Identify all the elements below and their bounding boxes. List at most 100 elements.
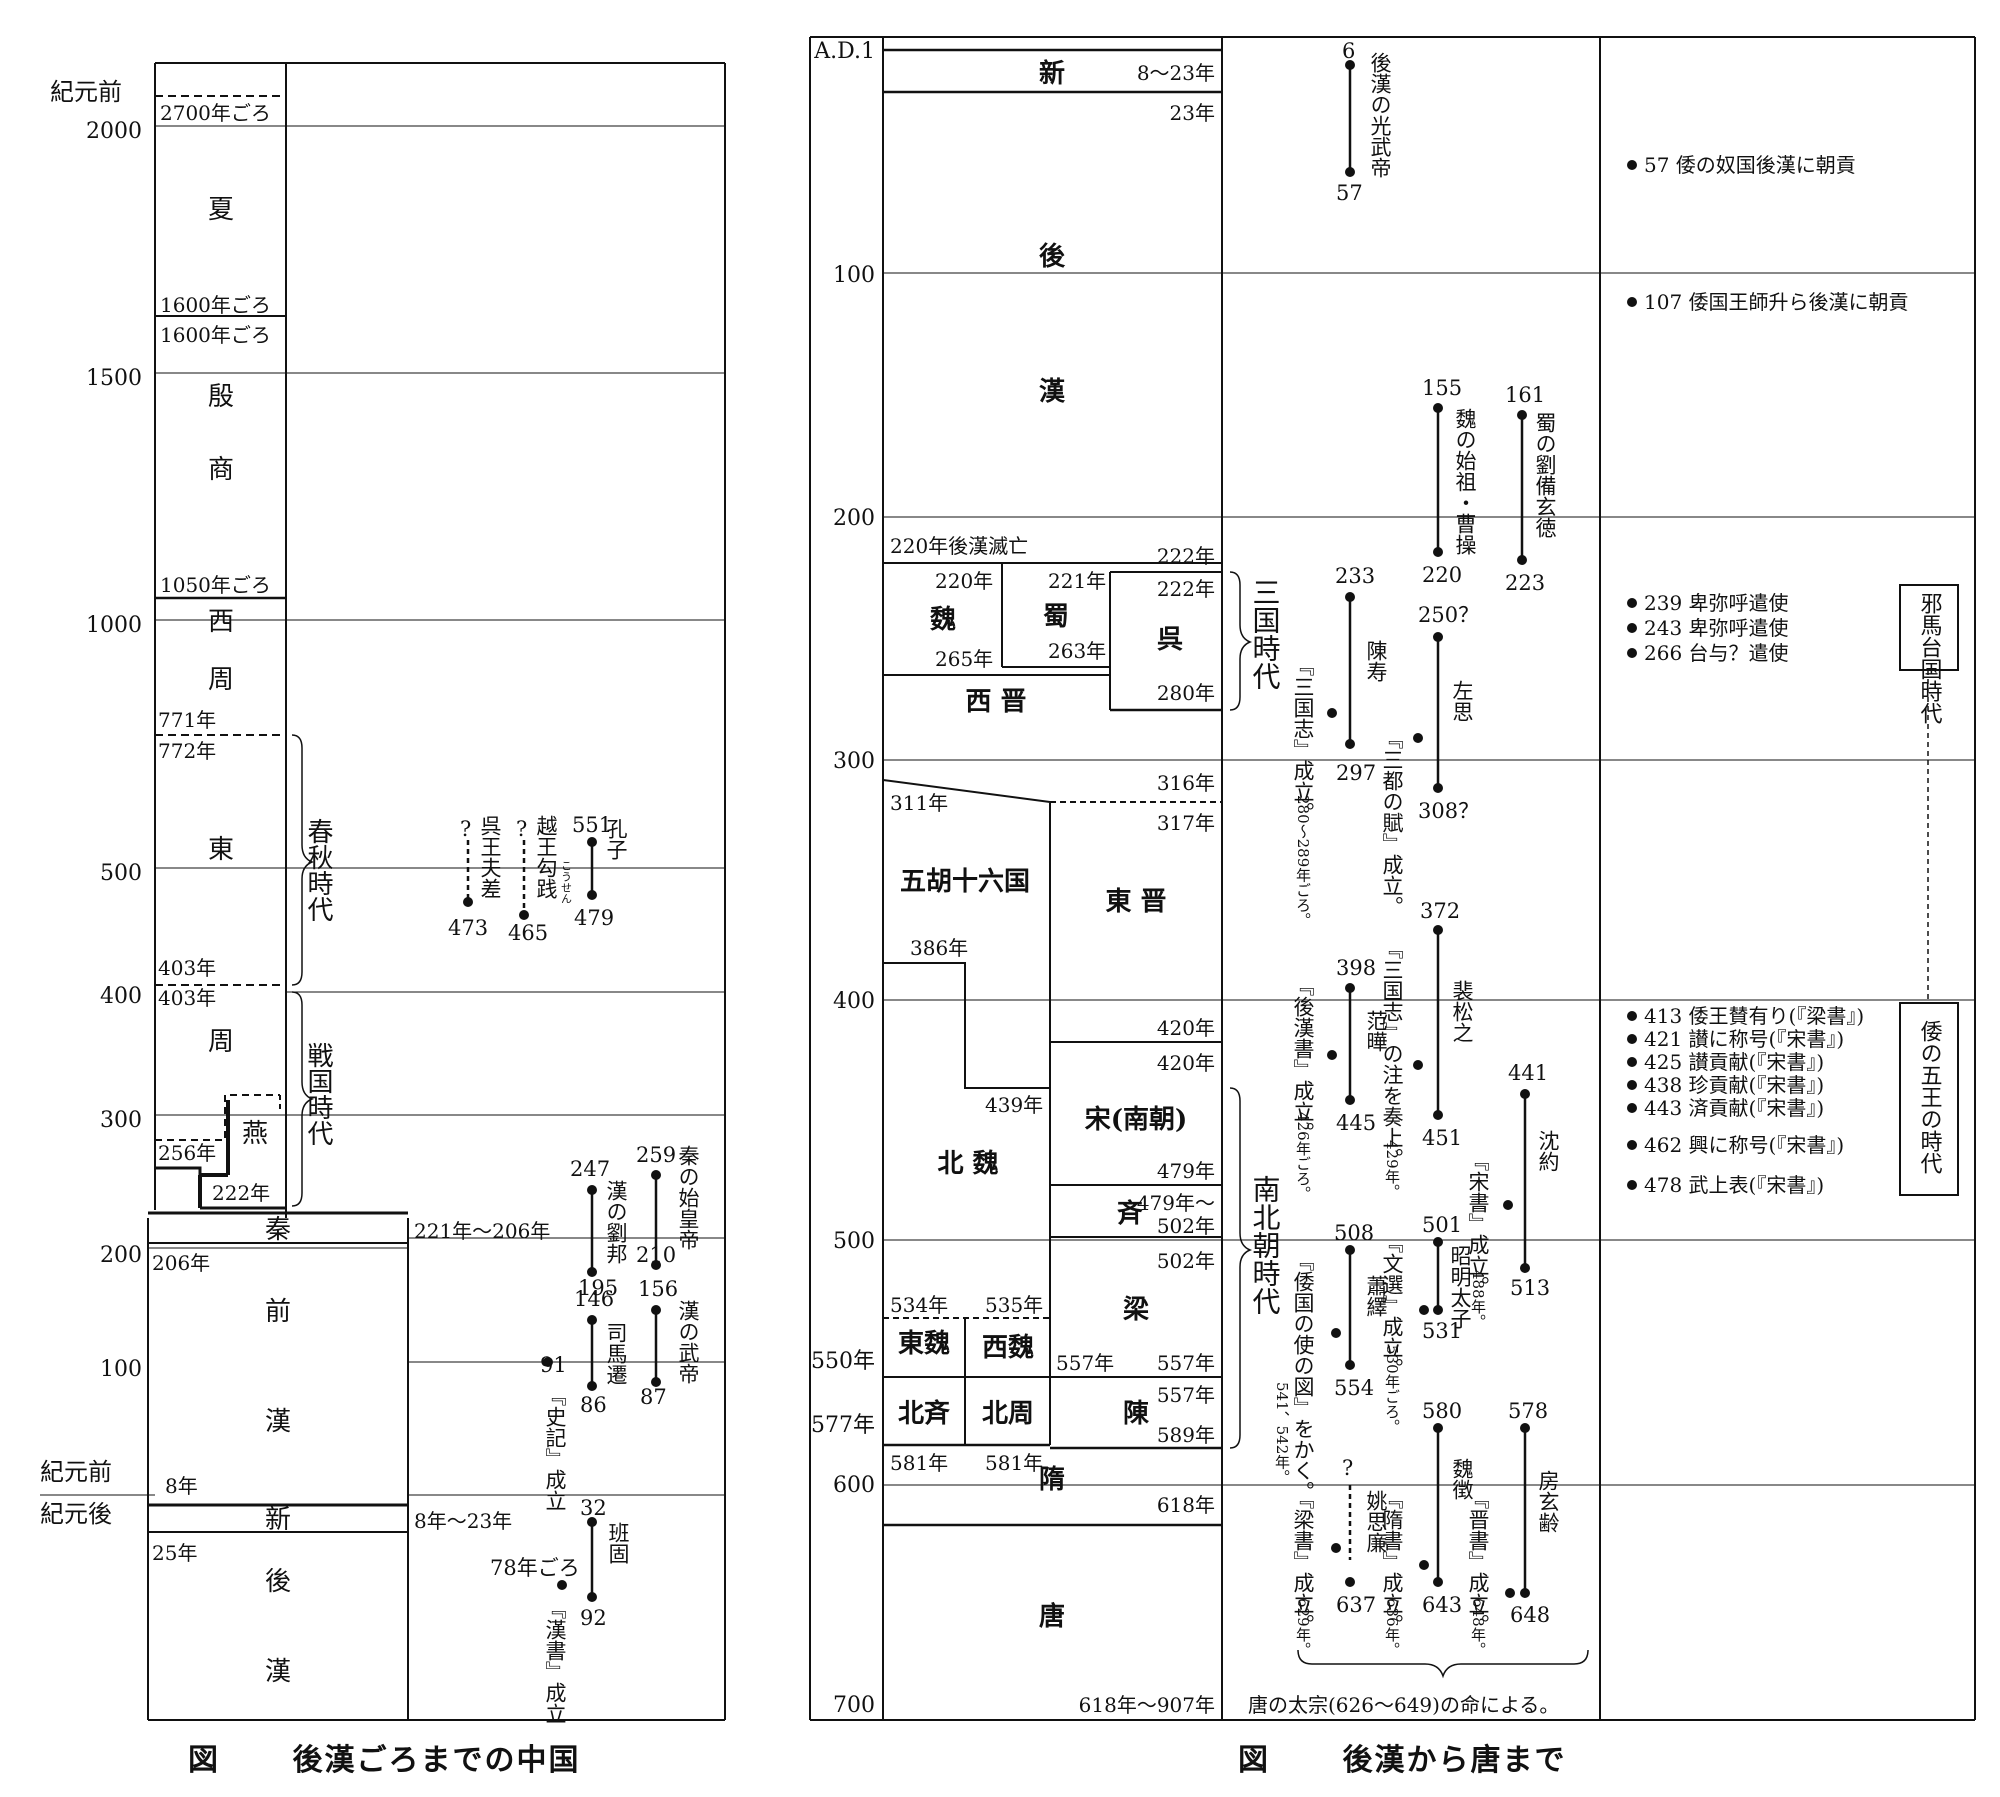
- date-316: 316年: [1157, 771, 1215, 795]
- right-dates: 8〜23年 23年 220年後漢滅亡 222年 220年 221年 222年 2…: [890, 61, 1215, 1717]
- liubei-start: 161: [1505, 383, 1545, 407]
- zhaoming-start: 501: [1422, 1213, 1462, 1237]
- tick-2000: 2000: [86, 119, 142, 144]
- date-420b: 420年: [1157, 1051, 1215, 1075]
- fuchai-start: ?: [460, 817, 471, 841]
- date-557b: 557年: [1157, 1351, 1215, 1375]
- dynasty-eastern-zhou-2: 周: [208, 1027, 234, 1057]
- dynasty-sui: 隋: [1039, 1465, 1065, 1495]
- shenyue-name: 沈約: [1536, 1130, 1560, 1172]
- dynasty-qin: 秦: [265, 1215, 291, 1245]
- xiaoyi-end: 554: [1334, 1376, 1374, 1400]
- date-420a: 420年: [1157, 1016, 1215, 1040]
- date-8: 8年: [165, 1474, 198, 1498]
- period-warring-states: 戦国時代: [303, 1042, 333, 1146]
- japan-event-478: 478 武上表(『宋書』): [1644, 1173, 1824, 1197]
- left-caption-title: 後漢ごろまでの中国: [292, 1743, 581, 1778]
- date-535: 535年: [985, 1293, 1043, 1317]
- date-256: 256年: [158, 1141, 216, 1165]
- dynasty-yan: 燕: [242, 1119, 268, 1149]
- japan-event-239: 239 卑弥呼遣使: [1644, 591, 1789, 615]
- tick-300: 300: [100, 1108, 142, 1133]
- dynasty-eastern-wei: 東魏: [898, 1329, 950, 1359]
- xiaoyi-note: 『倭国の使の図』をかく。: [1291, 1250, 1315, 1502]
- chenshou-note-year: 280〜289年ごろ。: [1294, 795, 1312, 927]
- caocao-name: 魏の始祖・曹操: [1453, 408, 1477, 555]
- right-dynasties: 新 後 漢 魏 蜀 呉 西 晋 五胡十六国 東 晋 宋(南朝) 斉 梁 陳 北 …: [898, 58, 1187, 1632]
- dynasty-northern-qi: 北斉: [898, 1398, 950, 1429]
- date-581b: 581年: [985, 1451, 1043, 1475]
- right-people: 6 後漢の光武帝 57 155 魏の始祖・曹操 220 161 蜀の劉備玄徳 2…: [1248, 39, 1560, 1717]
- right-caption-title: 後漢から唐まで: [1342, 1743, 1567, 1778]
- shiji-label: 『史記』成立: [543, 1385, 567, 1511]
- bangu-end: 92: [580, 1606, 607, 1630]
- tick-200: 200: [833, 506, 875, 531]
- tick-550: 550年: [811, 1349, 875, 1374]
- fangxuanling-note: 『晋書』成立。: [1466, 1488, 1490, 1635]
- liubang-name: 漢の劉邦: [604, 1180, 628, 1264]
- dynasty-former-han-2: 漢: [265, 1407, 291, 1437]
- dynasty-western-zhou-1: 西: [208, 607, 234, 637]
- dynasty-northern-zhou: 北周: [982, 1399, 1034, 1429]
- date-479-range: 479年〜: [1137, 1191, 1215, 1215]
- tick-577: 577年: [811, 1413, 875, 1438]
- tick-100: 100: [833, 263, 875, 288]
- bangu-name: 班固: [606, 1522, 630, 1564]
- liubei-end: 223: [1505, 571, 1545, 595]
- date-265: 265年: [935, 647, 993, 671]
- zuosi-end: 308？: [1418, 799, 1479, 823]
- label-bce: 紀元前: [50, 78, 122, 106]
- japan-periods: 邪馬台国時代 倭の五王の時代: [1917, 592, 1943, 1174]
- right-caption-fig: 図: [1238, 1743, 1270, 1778]
- date-222b: 222年: [1157, 577, 1215, 601]
- chenshou-end: 297: [1336, 761, 1376, 785]
- weizheng-end: 643: [1422, 1593, 1462, 1617]
- japan-event-421: 421 讃に称号(『宋書』): [1644, 1027, 1844, 1051]
- tick-500: 500: [100, 861, 142, 886]
- wudi-start: 156: [638, 1277, 678, 1301]
- guangwu-start: 6: [1342, 39, 1355, 63]
- shihuang-name: 秦の始皇帝: [676, 1145, 700, 1250]
- period-spring-autumn: 春秋時代: [303, 818, 333, 922]
- tick-400: 400: [100, 984, 142, 1009]
- left-frame: [40, 62, 726, 1721]
- goujian-ruby: こうせん: [560, 860, 573, 904]
- chenshou-name: 陳寿: [1364, 640, 1388, 682]
- xiaoyi-name: 蕭繹: [1364, 1275, 1388, 1317]
- guangwu-end: 57: [1336, 181, 1363, 205]
- period-northern-southern: 南北朝時代: [1249, 1175, 1282, 1315]
- japan-events: 57 倭の奴国後漢に朝貢 107 倭国王師升ら後漢に朝貢 239 卑弥呼遣使 2…: [1644, 153, 1909, 1197]
- date-557c: 557年: [1157, 1383, 1215, 1407]
- dynasty-xia: 夏: [208, 195, 234, 225]
- date-222a: 222年: [1157, 544, 1215, 568]
- fangxuanling-name: 房玄齢: [1536, 1470, 1560, 1533]
- japan-event-266: 266 台与？遣使: [1644, 641, 1789, 665]
- date-386: 386年: [910, 936, 968, 960]
- fangxuanling-start: 578: [1508, 1399, 1548, 1423]
- caocao-start: 155: [1422, 376, 1462, 400]
- confucius-end: 479: [574, 906, 614, 930]
- date-403a: 403年: [158, 956, 216, 980]
- left-person-lines: [466, 840, 658, 1597]
- japan-event-438: 438 珍貢献(『宋書』): [1644, 1073, 1824, 1097]
- japan-event-107: 107 倭国王師升ら後漢に朝貢: [1644, 290, 1909, 314]
- dynasty-western-wei: 西魏: [982, 1333, 1034, 1363]
- dynasty-shang: 商: [208, 455, 234, 485]
- fanye-note: 『後漢書』成立。: [1291, 975, 1315, 1143]
- peisongzhi-note-year: 429年。: [1383, 1140, 1401, 1199]
- date-280: 280年: [1157, 681, 1215, 705]
- shihuang-start: 259: [636, 1143, 676, 1167]
- date-tang-range: 618年〜907年: [1079, 1693, 1215, 1717]
- wudi-name: 漢の武帝: [676, 1300, 700, 1384]
- date-311: 311年: [890, 791, 948, 815]
- shenyue-end: 513: [1510, 1276, 1550, 1300]
- dynasty-eastern-jin: 東 晋: [1105, 887, 1166, 917]
- shenyue-note-year: 488年。: [1469, 1270, 1487, 1329]
- fanye-end: 445: [1336, 1111, 1376, 1135]
- left-caption-fig: 図: [188, 1743, 220, 1778]
- date-589: 589年: [1157, 1423, 1215, 1447]
- fangxuanling-end: 648: [1510, 1603, 1550, 1627]
- date-772: 772年: [158, 739, 216, 763]
- left-periods: 春秋時代 戦国時代: [303, 818, 333, 1146]
